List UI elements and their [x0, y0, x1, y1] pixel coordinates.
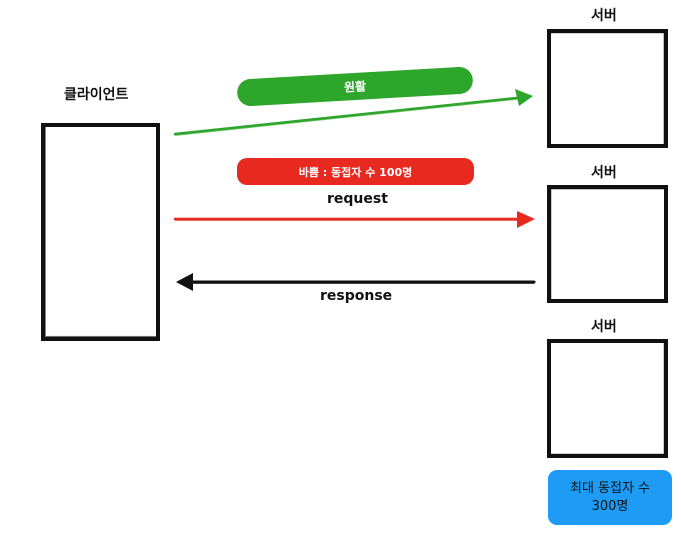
response-label: response [320, 288, 393, 304]
request-arrow-green [173, 89, 533, 136]
client-label: 클라이언트 [64, 87, 129, 103]
status-busy-badge: 바쁨 : 동접자 수 100명 [237, 158, 474, 185]
server-box-1 [547, 29, 668, 148]
response-arrow [176, 273, 536, 291]
server-box-2 [547, 185, 668, 303]
server-label-2: 서버 [591, 165, 617, 181]
server-label-1: 서버 [591, 8, 617, 24]
status-busy-text: 바쁨 : 동접자 수 100명 [298, 165, 413, 179]
server-box-3 [547, 339, 668, 458]
capacity-note: 최대 동접자 수 300명 [548, 470, 672, 525]
request-label: request [327, 191, 388, 207]
status-smooth-text: 원활 [343, 79, 367, 95]
server-label-3: 서버 [591, 319, 617, 335]
capacity-line-1: 최대 동접자 수 [569, 480, 651, 496]
client-box [41, 123, 160, 341]
request-arrow-red [173, 211, 535, 228]
capacity-line-2: 300명 [591, 498, 629, 514]
